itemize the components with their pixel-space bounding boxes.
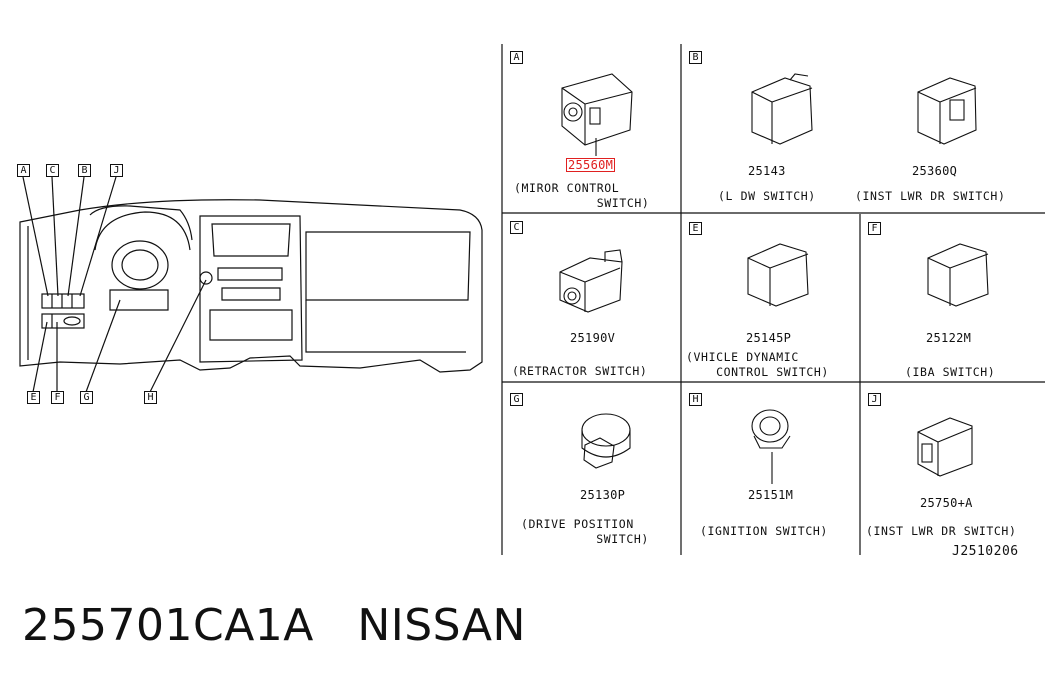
mirror-control-switch-drawing <box>561 73 633 156</box>
cell-label-h: H <box>689 393 702 406</box>
part-number[interactable]: 25143 <box>748 164 786 178</box>
cell-label-j: J <box>868 393 881 406</box>
part-caption: 255701CA1A NISSAN <box>22 600 526 651</box>
part-number[interactable]: 25360Q <box>912 164 958 178</box>
callout-h: H <box>144 391 157 404</box>
part-number[interactable]: 25750+A <box>920 496 973 510</box>
cell-label-a: A <box>510 51 523 64</box>
part-number[interactable]: 25122M <box>926 331 972 345</box>
cell-label-g: G <box>510 393 523 406</box>
callout-g: G <box>80 391 93 404</box>
caption-brand: NISSAN <box>357 600 526 651</box>
part-number[interactable]: 25151M <box>748 488 794 502</box>
callout-f: F <box>51 391 64 404</box>
part-description: (L DW SWITCH) <box>718 189 816 203</box>
part-description: (VHICLE DYNAMIC CONTROL SWITCH) <box>686 350 829 379</box>
callout-b: B <box>78 164 91 177</box>
part-description: (DRIVE POSITION SWITCH) <box>521 517 649 546</box>
dashboard-overview-drawing <box>19 176 483 393</box>
part-illustrations <box>559 73 989 484</box>
callout-e: E <box>27 391 40 404</box>
part-number-highlighted[interactable]: 25560M <box>566 158 616 172</box>
cell-label-f: F <box>868 222 881 235</box>
cell-label-c: C <box>510 221 523 234</box>
callout-a: A <box>17 164 30 177</box>
part-description: (INST LWR DR SWITCH) <box>855 189 1006 203</box>
cell-label-e: E <box>689 222 702 235</box>
caption-part-number: 255701CA1A <box>22 600 314 651</box>
callout-c: C <box>46 164 59 177</box>
part-description: (IBA SWITCH) <box>905 365 996 379</box>
cell-label-b: B <box>689 51 702 64</box>
callout-j: J <box>110 164 123 177</box>
part-description: (MIROR CONTROL SWITCH) <box>514 181 650 210</box>
part-number[interactable]: 25130P <box>580 488 626 502</box>
part-number[interactable]: 25145P <box>746 331 792 345</box>
diagram-reference-code: J2510206 <box>952 544 1019 559</box>
parts-grid-lines <box>501 44 1045 555</box>
part-number[interactable]: 25190V <box>570 331 616 345</box>
part-description: (INST LWR DR SWITCH) <box>866 524 1017 538</box>
part-description: (IGNITION SWITCH) <box>700 524 828 538</box>
part-description: (RETRACTOR SWITCH) <box>512 364 648 378</box>
